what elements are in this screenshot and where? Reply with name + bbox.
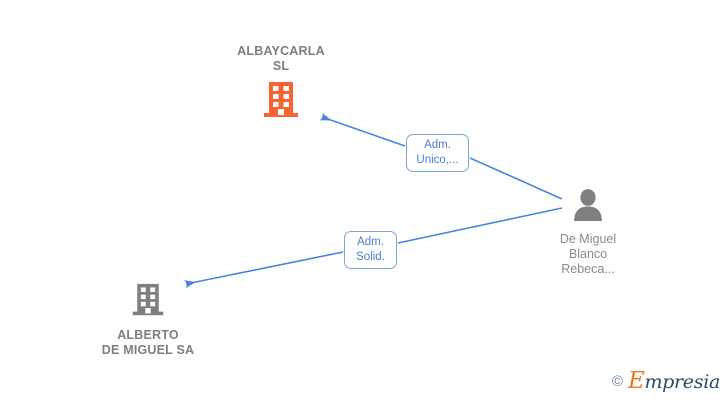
edge-line-unico-left — [319, 112, 406, 147]
person-icon — [570, 188, 606, 227]
empresia-logo-rest: mpresia — [644, 371, 720, 393]
node-label-persona: De Miguel Blanco Rebeca... — [559, 232, 617, 276]
node-person-de-miguel-blanco-rebeca[interactable]: De Miguel Blanco Rebeca... — [508, 188, 668, 277]
node-company-albaycarla[interactable]: ALBAYCARLA SL — [201, 44, 361, 125]
copyright-icon: © — [611, 373, 623, 390]
edge-line-solid-left — [184, 251, 344, 289]
edge-label-adm-solid[interactable]: Adm. Solid. — [344, 231, 397, 269]
edge-line-solid-right — [397, 207, 563, 244]
building-icon — [131, 282, 165, 323]
node-label-alberto-de-miguel: ALBERTO DE MIGUEL SA — [101, 328, 195, 357]
empresia-logo-initial: E — [627, 368, 645, 394]
empresia-watermark: © Empresia — [612, 370, 720, 393]
node-company-alberto-de-miguel[interactable]: ALBERTO DE MIGUEL SA — [68, 282, 228, 358]
node-label-albaycarla: ALBAYCARLA SL — [237, 44, 325, 73]
edge-line-unico-right — [469, 157, 563, 200]
edge-label-adm-unico[interactable]: Adm. Unico,... — [406, 134, 469, 172]
building-icon — [262, 80, 300, 125]
empresia-logo: Empresia — [628, 370, 720, 393]
